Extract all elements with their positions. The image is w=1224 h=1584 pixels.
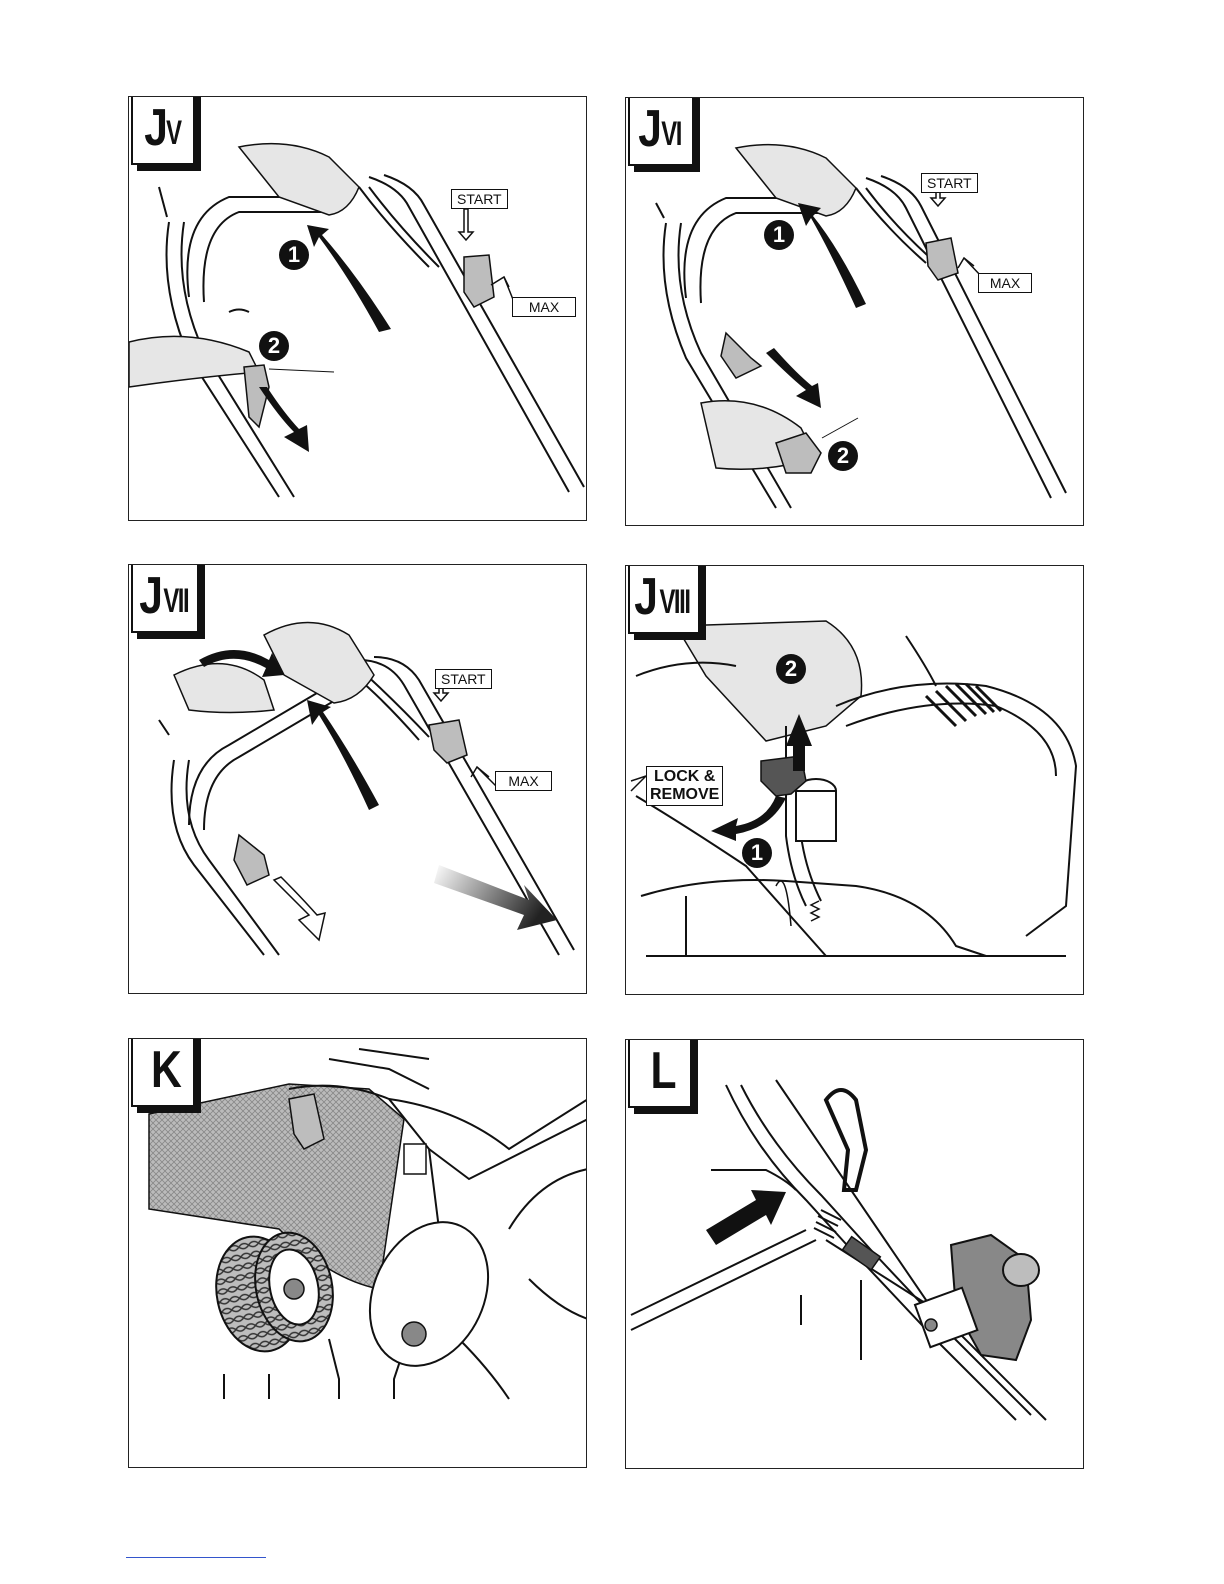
illustration-cable-l [626,1040,1084,1469]
step-2-marker: 2 [828,441,858,471]
figure-panel-k: K [128,1038,587,1468]
step-2-marker: 2 [259,331,289,361]
step-1-marker: 1 [279,240,309,270]
panel-tag-l: L [628,1039,692,1108]
panel-tag-k: K [131,1038,195,1107]
figure-panel-l: L [625,1039,1084,1469]
start-label: START [451,189,508,209]
start-label: START [921,173,978,193]
step-2-marker: 2 [776,654,806,684]
max-label: MAX [495,771,552,791]
step-1-marker: 1 [764,220,794,250]
max-label: MAX [512,297,576,317]
start-label: START [435,669,492,689]
footer-rule [126,1557,266,1558]
illustration-wheel-k [129,1039,587,1468]
max-label: MAX [978,273,1032,293]
step-1-marker: 1 [742,838,772,868]
lock-remove-label: LOCK & REMOVE [646,766,723,806]
